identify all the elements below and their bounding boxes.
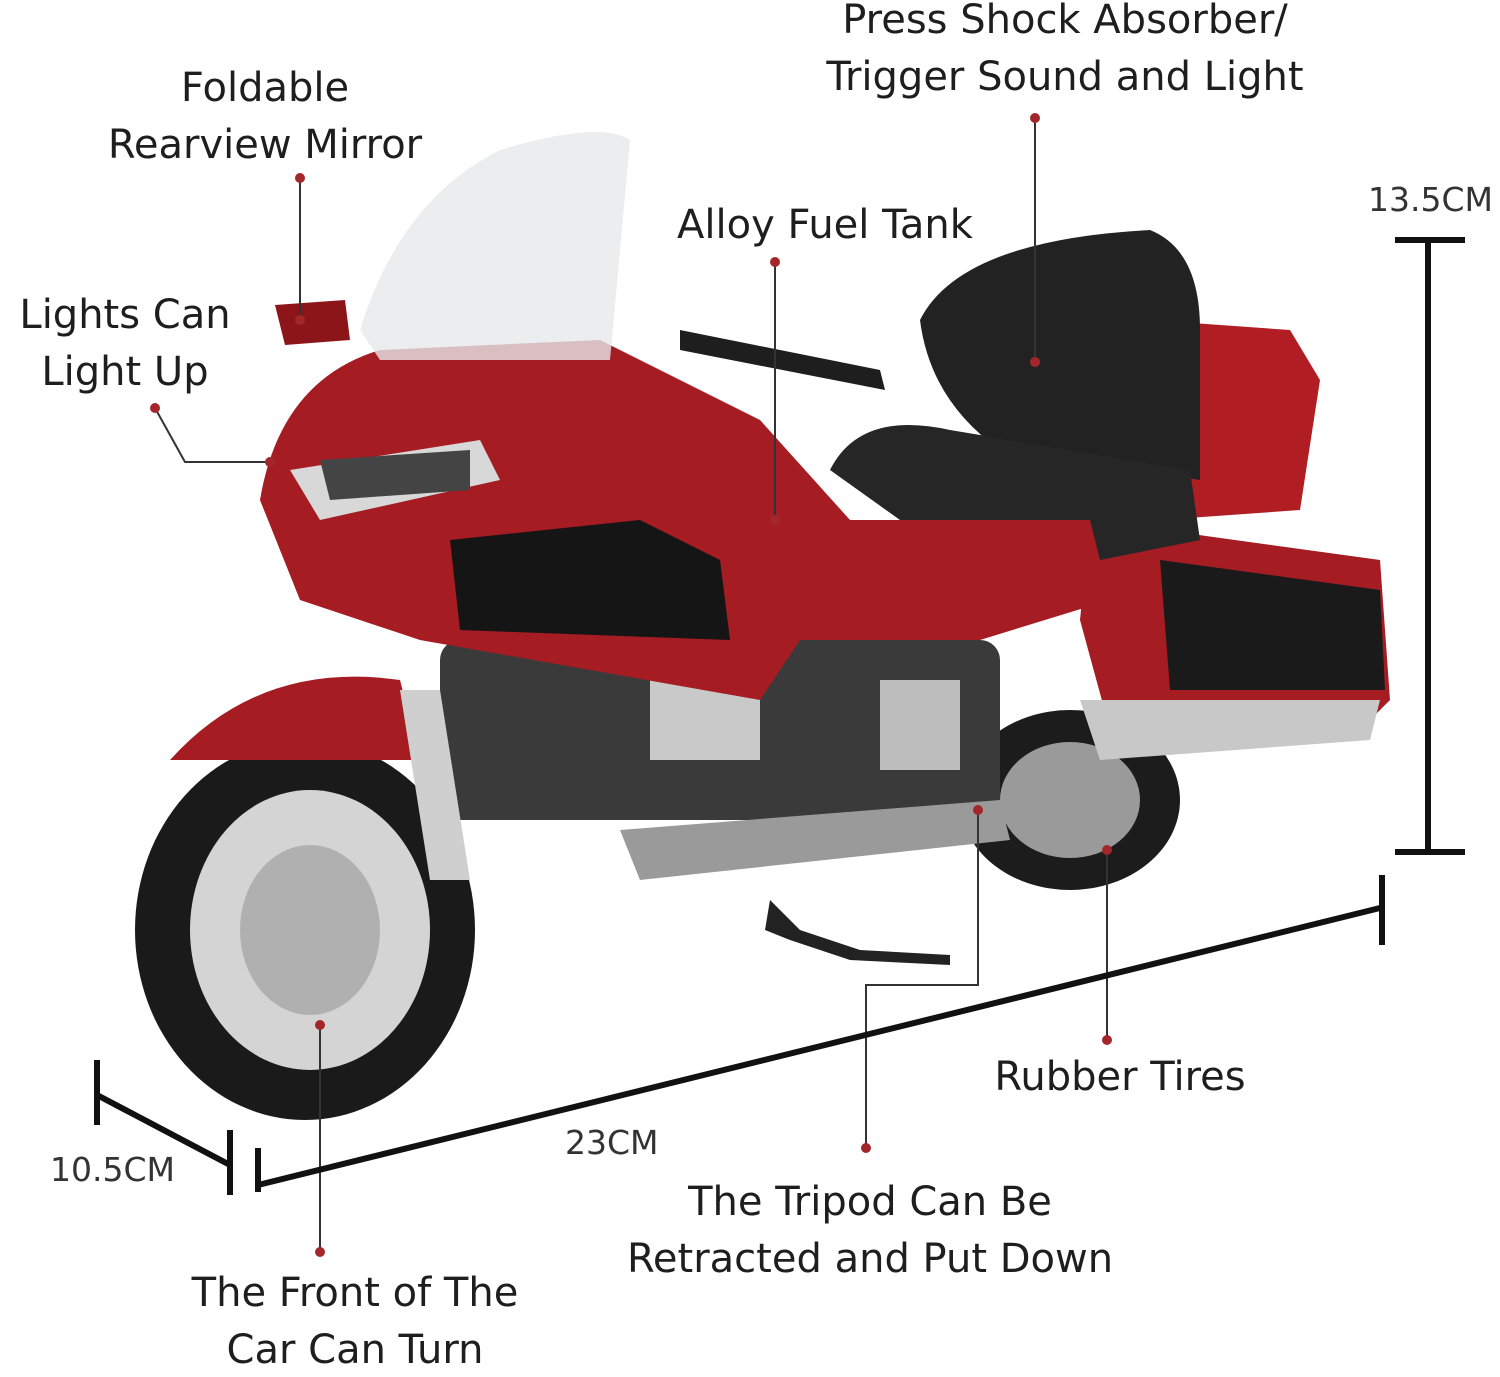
label-lights: Lights Can Light Up [0, 287, 250, 401]
label-front-turn: The Front of The Car Can Turn [165, 1265, 545, 1377]
label-line: The Front of The [191, 1270, 519, 1316]
leader-dots [150, 113, 1112, 1257]
front-fender [170, 676, 420, 760]
label-line: Trigger Sound and Light [826, 54, 1304, 100]
backrest [920, 230, 1200, 480]
label-line: Retracted and Put Down [626, 1236, 1114, 1282]
label-shock-absorber: Press Shock Absorber/ Trigger Sound and … [800, 0, 1330, 106]
dimension-length: 23CM [565, 1123, 659, 1162]
dimension-width: 10.5CM [50, 1150, 175, 1189]
dimension-lines [94, 237, 1465, 1195]
rearview-mirror [275, 300, 350, 345]
label-line: Press Shock Absorber/ [842, 0, 1288, 43]
dimension-height: 13.5CM [1368, 180, 1493, 219]
label-line: Light Up [41, 349, 209, 395]
label-tripod: The Tripod Can Be Retracted and Put Down [600, 1174, 1140, 1288]
windshield [360, 132, 630, 360]
label-foldable-mirror: Foldable Rearview Mirror [95, 60, 435, 174]
label-line: Rearview Mirror [107, 122, 423, 168]
seat [830, 425, 1200, 560]
label-line: The Tripod Can Be [688, 1179, 1052, 1225]
label-rubber-tires: Rubber Tires [994, 1054, 1246, 1100]
label-fuel-tank: Alloy Fuel Tank [677, 202, 973, 248]
leader-lines [154, 118, 1108, 1252]
handlebar [680, 330, 885, 390]
motorcycle [135, 132, 1390, 1120]
tripod-stand [765, 900, 950, 965]
label-line: Lights Can [19, 292, 231, 338]
label-line: Foldable [180, 65, 350, 111]
label-line: Car Can Turn [226, 1327, 484, 1373]
